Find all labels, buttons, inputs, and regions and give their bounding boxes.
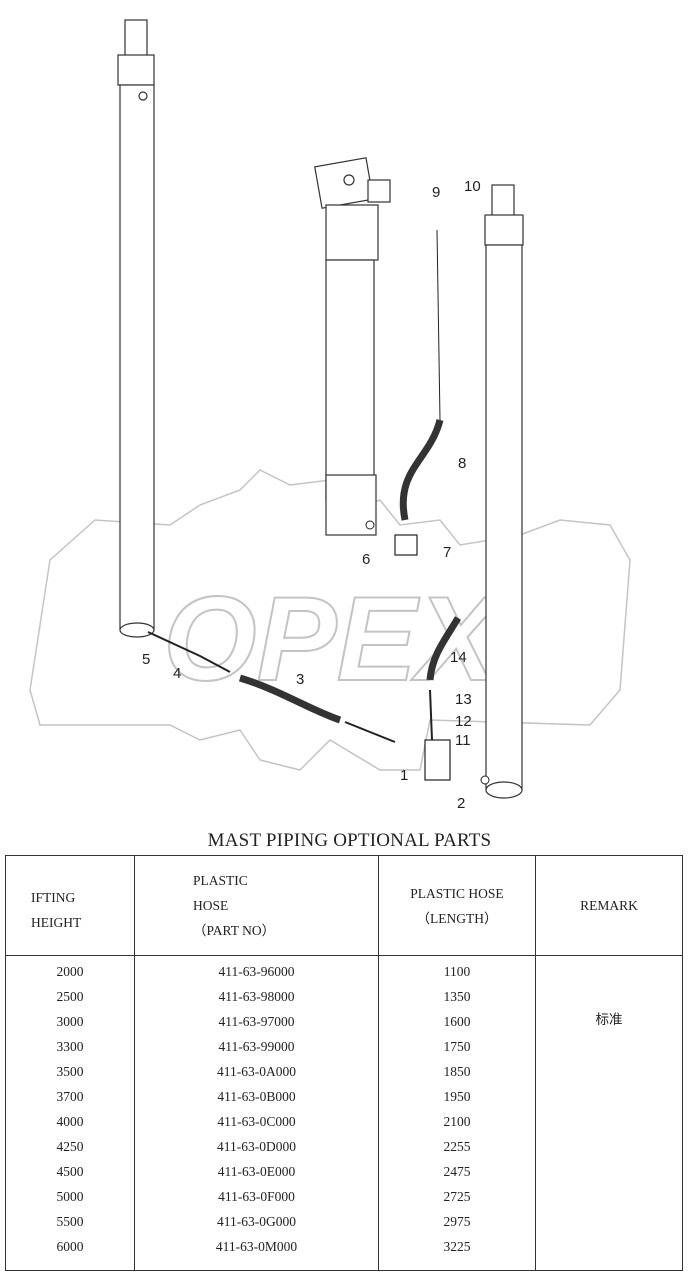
callout-5: 5 [142, 651, 150, 668]
header-lifting-height-line2: HEIGHT [31, 915, 82, 930]
length-cell: 2975 [443, 1214, 471, 1229]
part-number-cell: 411-63-0D000 [217, 1139, 296, 1154]
callout-12: 12 [455, 713, 472, 730]
lifting-height-cell: 5500 [56, 1214, 84, 1229]
lifting-height-cell: 4500 [56, 1164, 84, 1179]
lifting-height-cell: 4250 [56, 1139, 84, 1154]
callout-14: 14 [450, 649, 467, 666]
part-number-cell: 411-63-0F000 [218, 1189, 295, 1204]
lifting-height-cell: 3000 [56, 1014, 84, 1029]
callout-2: 2 [457, 795, 465, 812]
length-cell: 1750 [443, 1039, 471, 1054]
length-cell: 1950 [443, 1089, 471, 1104]
lifting-height-cell: 2000 [56, 964, 84, 979]
lifting-height-cell: 2500 [56, 989, 84, 1004]
length-cell: 2100 [443, 1114, 471, 1129]
callout-1: 1 [400, 767, 408, 784]
right-mast-cylinder [484, 184, 524, 799]
callout-4: 4 [173, 665, 181, 682]
part-number-cell: 411-63-0M000 [215, 1239, 298, 1254]
callout-3: 3 [296, 671, 304, 688]
lifting-height-cell: 3300 [56, 1039, 84, 1054]
part-number-cell: 411-63-97000 [218, 1014, 295, 1029]
part-number-cell: 411-63-0B000 [217, 1089, 296, 1104]
length-column: 1100 1350 1600 1750 1850 1950 2100 2255 … [378, 955, 536, 1271]
callout-13: 13 [455, 691, 472, 708]
optional-parts-table: IFTING HEIGHT PLASTIC HOSE （PART NO） PLA… [5, 855, 683, 1271]
callout-9: 9 [432, 184, 440, 201]
part-number-cell: 411-63-96000 [218, 964, 295, 979]
length-cell: 1600 [443, 1014, 471, 1029]
header-length: PLASTIC HOSE （LENGTH） [378, 855, 536, 956]
part-callouts: 1 2 3 4 5 6 7 8 9 10 11 12 13 14 [142, 178, 481, 812]
part-number-cell: 411-63-0G000 [217, 1214, 296, 1229]
lifting-height-cell: 3700 [56, 1089, 84, 1104]
header-lifting-height-line1: IFTING [31, 890, 76, 905]
lifting-height-cell: 4000 [56, 1114, 84, 1129]
length-cell: 2475 [443, 1164, 471, 1179]
table-title: MAST PIPING OPTIONAL PARTS [207, 830, 492, 851]
header-part-no-line1: PLASTIC [193, 873, 248, 888]
left-mast-cylinder [117, 19, 155, 638]
part-number-cell: 411-63-0A000 [217, 1064, 296, 1079]
length-cell: 2725 [443, 1189, 471, 1204]
callout-11: 11 [455, 732, 471, 749]
callout-10: 10 [464, 178, 481, 195]
header-remark: REMARK [535, 855, 683, 956]
length-cell: 2255 [443, 1139, 471, 1154]
lifting-height-column: 2000 2500 3000 3300 3500 3700 4000 4250 … [5, 955, 135, 1271]
length-cell: 1850 [443, 1064, 471, 1079]
lifting-height-cell: 5000 [56, 1189, 84, 1204]
header-part-no: PLASTIC HOSE （PART NO） [134, 855, 379, 956]
part-number-cell: 411-63-98000 [218, 989, 295, 1004]
callout-8: 8 [458, 455, 466, 472]
opex-logo-text: OPEX [163, 572, 503, 706]
part-number-column: 411-63-96000 411-63-98000 411-63-97000 4… [134, 955, 379, 1271]
callout-6: 6 [362, 551, 370, 568]
header-length-line2: （LENGTH） [416, 910, 498, 926]
remark-cell: 标准 [535, 955, 683, 1271]
lifting-height-cell: 6000 [56, 1239, 84, 1254]
header-lifting-height: IFTING HEIGHT [5, 855, 135, 956]
length-cell: 3225 [443, 1239, 471, 1254]
part-number-cell: 411-63-99000 [218, 1039, 295, 1054]
length-cell: 1350 [443, 989, 471, 1004]
hose-assembly [147, 229, 490, 785]
header-length-line1: PLASTIC HOSE [410, 885, 504, 901]
center-lift-cylinder [314, 157, 391, 536]
part-number-cell: 411-63-0C000 [217, 1114, 296, 1129]
mast-piping-diagram: OPEX 1 2 [29, 19, 631, 812]
header-part-no-line3: （PART NO） [193, 923, 276, 938]
callout-7: 7 [443, 544, 451, 561]
length-cell: 1100 [443, 964, 471, 979]
header-part-no-line2: HOSE [193, 898, 229, 913]
lifting-height-cell: 3500 [56, 1064, 84, 1079]
part-number-cell: 411-63-0E000 [217, 1164, 296, 1179]
